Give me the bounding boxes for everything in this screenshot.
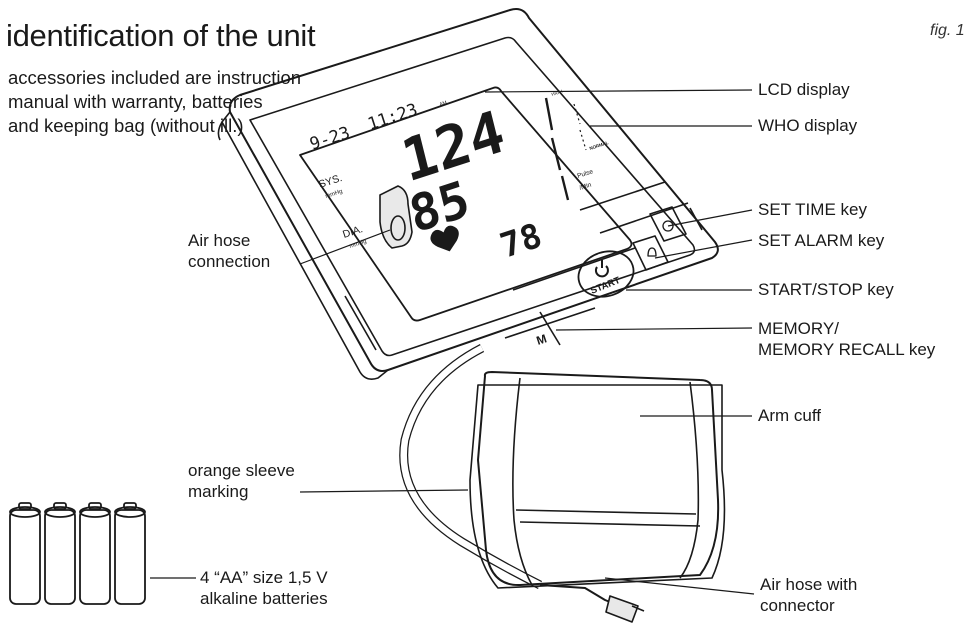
- dia-label: DIA.: [341, 223, 364, 241]
- leader-air-hose-connection: [299, 229, 391, 265]
- sys-label: SYS.: [317, 172, 343, 191]
- leader-set-alarm: [654, 239, 753, 259]
- label-line: connection: [188, 252, 271, 271]
- dia-unit: mmHg: [349, 239, 368, 250]
- clock-icon: [662, 220, 674, 232]
- batteries: [9, 502, 146, 605]
- set-time-key-outline: [649, 206, 687, 242]
- lcd-am: AM: [439, 100, 448, 108]
- lcd-date: 9-23: [307, 123, 352, 155]
- label-line: MEMORY RECALL key: [758, 340, 936, 359]
- label-batteries: 4 “AA” size 1,5 V alkaline batteries: [200, 567, 328, 609]
- lcd-labels: SYS. mmHg DIA. mmHg Pulse /Min HIGH NORM…: [317, 89, 622, 348]
- heart-icon: [430, 225, 459, 252]
- who-normal-label: NORMAL: [589, 140, 610, 151]
- bell-icon: [647, 247, 657, 257]
- battery: [9, 502, 41, 605]
- label-sleeve-marking: orange sleeve marking: [188, 460, 295, 502]
- label-line: MEMORY/: [758, 319, 839, 338]
- leader-lines: [150, 89, 755, 595]
- label-who-display: WHO display: [758, 116, 858, 135]
- lcd-pulse: 78: [495, 216, 546, 267]
- pulse-unit: /Min: [578, 181, 592, 192]
- sys-unit: mmHg: [325, 189, 344, 200]
- power-icon: [594, 260, 609, 278]
- pulse-label: Pulse: [576, 168, 594, 180]
- label-lcd-display: LCD display: [758, 80, 850, 99]
- label-line: connector: [760, 596, 835, 615]
- label-line: orange sleeve: [188, 461, 295, 480]
- label-set-alarm-key: SET ALARM key: [758, 231, 885, 250]
- figure-label: fig. 1: [930, 22, 965, 39]
- leader-air-hose-connector: [604, 577, 755, 595]
- label-memory-key: MEMORY/ MEMORY RECALL key: [758, 318, 935, 360]
- who-high-label: HIGH: [551, 89, 563, 97]
- label-line: Air hose: [188, 231, 251, 250]
- label-line: marking: [188, 482, 249, 501]
- set-alarm-key-outline: [632, 235, 669, 271]
- intro-text: accessories included are instruction man…: [8, 66, 368, 138]
- intro-line: accessories included are instruction: [8, 67, 302, 88]
- label-line: Air hose with: [760, 575, 858, 594]
- intro-line: and keeping bag (without ill.): [8, 115, 244, 136]
- air-hose-socket: [379, 185, 413, 249]
- label-start-stop-key: START/STOP key: [758, 280, 894, 299]
- memory-button-label: M: [535, 331, 549, 347]
- lcd-readout: 9-23 11:23 AM 124 85 78: [307, 97, 546, 267]
- start-button-outline: [577, 250, 635, 298]
- arm-cuff: [399, 344, 726, 623]
- intro-line: manual with warranty, batteries: [8, 91, 263, 112]
- leader-sleeve: [299, 489, 469, 493]
- monitor-body: [217, 8, 719, 380]
- label-line: alkaline batteries: [200, 589, 328, 608]
- battery: [44, 502, 76, 605]
- leader-set-time: [667, 209, 753, 227]
- label-air-hose-connection: Air hose connection: [188, 230, 270, 272]
- page-title: identification of the unit: [6, 18, 316, 53]
- leader-lcd-display: [484, 89, 753, 93]
- label-arm-cuff: Arm cuff: [758, 406, 821, 425]
- label-air-hose-connector: Air hose with connector: [760, 574, 857, 616]
- battery: [79, 502, 111, 605]
- who-scale: [544, 97, 587, 201]
- leader-memory: [555, 327, 753, 331]
- label-set-time-key: SET TIME key: [758, 200, 867, 219]
- label-line: 4 “AA” size 1,5 V: [200, 568, 328, 587]
- battery: [114, 502, 146, 605]
